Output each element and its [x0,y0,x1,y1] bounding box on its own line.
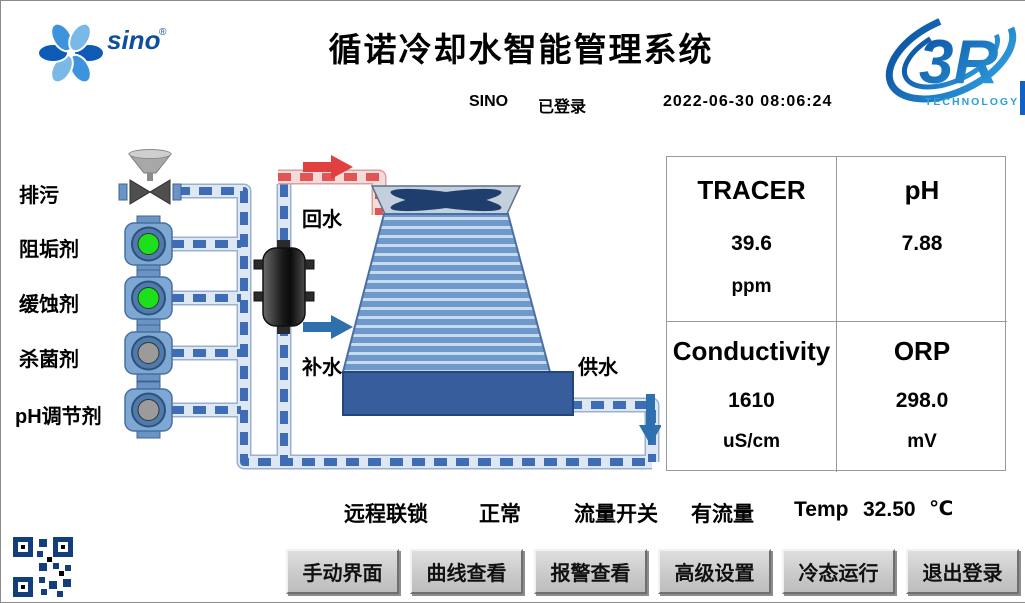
conductivity-value: 1610 [728,389,775,412]
panel-ph: pH 7.88 [837,157,1007,322]
cold-run-button[interactable]: 冷态运行 [782,549,895,594]
pump-corrosion-inhibitor [124,269,173,327]
makeup-flow-arrow-icon [303,315,353,339]
login-status: 已登录 [538,99,587,116]
orp-label: ORP [893,336,951,366]
temp-label: Temp [794,498,849,521]
panel-orp: ORP 298.0 mV [837,322,1007,472]
cooling-tower [341,185,574,416]
label-supply-water: 供水 [578,357,618,379]
fan-icon [390,188,502,212]
interlock-status: 正常 [479,503,521,526]
sino-pinwheel-icon [37,22,105,84]
bottom-button-bar: 手动界面 曲线查看 报警查看 高级设置 冷态运行 退出登录 [286,549,1019,594]
tracer-value: 39.6 [731,232,772,255]
conductivity-label: Conductivity [672,336,831,366]
flow-switch-status: 有流量 [691,503,754,526]
manual-screen-button[interactable]: 手动界面 [286,549,399,594]
pump-scale-inhibitor [124,215,173,273]
sino-logo-text: sino [107,25,161,55]
advanced-settings-button[interactable]: 高级设置 [658,549,771,594]
tracer-label: TRACER [697,175,806,205]
water-pipes [171,183,660,470]
alarm-view-button[interactable]: 报警查看 [534,549,647,594]
qr-code [13,537,73,597]
conductivity-unit: uS/cm [722,431,781,452]
orp-unit: mV [907,431,937,452]
pump-ph-regulator [124,381,173,439]
page-title: 循诺冷却水智能管理系统 [328,31,714,68]
filter-vessel [253,240,315,334]
panel-conductivity: Conductivity 1610 uS/cm [667,322,837,472]
label-scale-inhibitor: 阻垢剂 [19,239,79,261]
tracer-unit: ppm [731,276,772,297]
panel-tracer: TRACER 39.6 ppm [667,157,837,322]
ph-value: 7.88 [901,232,943,255]
tower-body [341,213,552,373]
flow-switch-label: 流量开关 [574,503,658,526]
label-corrosion-inhibitor: 缓蚀剂 [19,294,79,316]
process-diagram [118,149,661,470]
logout-button[interactable]: 退出登录 [906,549,1019,594]
interlock-label: 远程联锁 [344,503,428,526]
curve-view-button[interactable]: 曲线查看 [410,549,523,594]
supply-flow-arrow-icon [639,394,661,445]
tower-basin [342,371,574,416]
return-flow-arrow-icon [303,155,353,179]
label-makeup-water: 补水 [302,357,342,379]
3r-technology-logo: 3R TECHNOLOGY [885,9,1025,115]
orp-value: 298.0 [895,389,949,412]
label-blowdown: 排污 [19,185,59,207]
logged-in-user: SINO [469,93,509,110]
label-biocide: 杀菌剂 [19,349,79,371]
temp-value: 32.50 [863,498,916,521]
ph-label: pH [904,175,940,205]
blowdown-valve-icon [118,149,182,205]
3r-logo-subtext: TECHNOLOGY [925,96,1019,108]
logo-edge-bar [1020,81,1025,115]
pump-biocide [124,324,173,382]
measurement-panel: TRACER 39.6 ppm pH 7.88 Conductivity 161… [666,156,1007,472]
sino-logo: sino ® [37,22,167,84]
datetime: 2022-06-30 08:06:24 [663,93,833,110]
temp-unit: ℃ [929,498,954,520]
sino-logo-reg-mark: ® [159,27,167,38]
label-ph-regulator: pH调节剂 [15,406,102,428]
label-return-water: 回水 [302,209,342,231]
3r-logo-text: 3R [919,28,998,97]
